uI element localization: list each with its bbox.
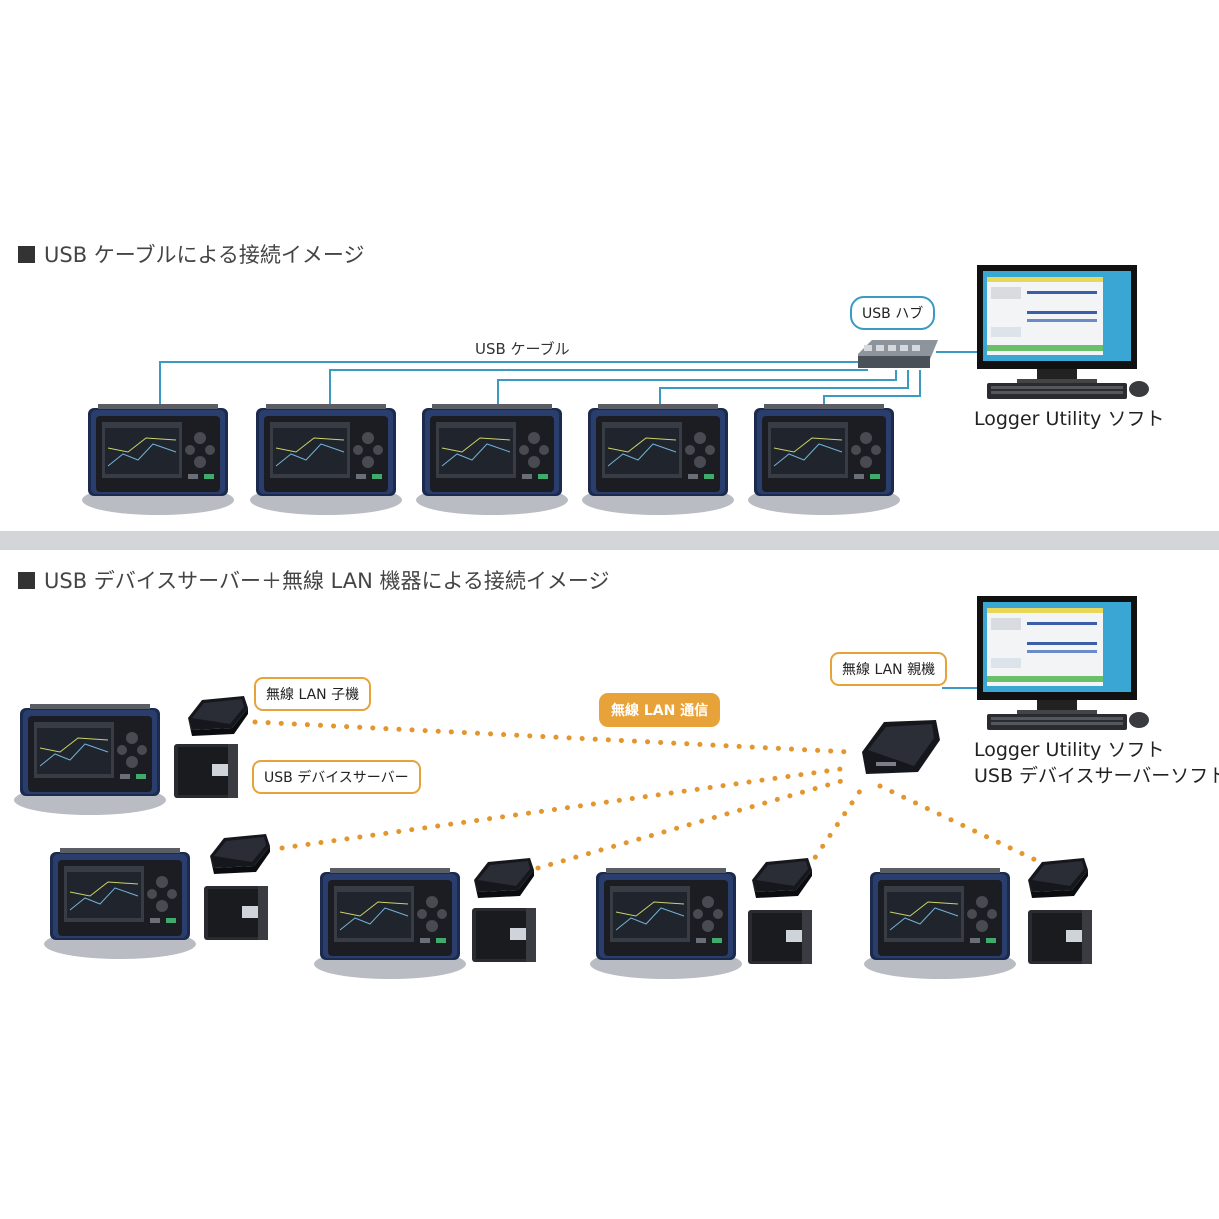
data-logger-icon	[581, 403, 735, 516]
usb-device-server-icon	[174, 744, 238, 798]
wireless-router-icon	[210, 834, 270, 874]
data-logger-icon	[747, 403, 901, 516]
usb-device-server-icon	[204, 886, 268, 940]
wireless-router-icon	[752, 858, 812, 898]
usb-hub-icon	[858, 340, 938, 368]
section1-title: USB ケーブルによる接続イメージ	[18, 239, 364, 269]
data-logger-icon	[13, 703, 167, 816]
usb-cables	[159, 351, 978, 412]
wireless-router-icon	[1028, 858, 1088, 898]
wireless-child-label: 無線 LAN 子機	[254, 677, 372, 711]
data-logger-icon	[863, 867, 1017, 980]
wireless-comm-label: 無線 LAN 通信	[599, 693, 721, 727]
usb-cable-label: USB ケーブル	[475, 340, 570, 358]
monitor-icon	[977, 265, 1149, 399]
section-divider	[0, 531, 1219, 550]
wireless-router-icon	[862, 720, 940, 774]
data-logger-icon	[249, 403, 403, 516]
data-logger-icon	[81, 403, 235, 516]
wireless-parent-label: 無線 LAN 親機	[830, 652, 948, 686]
data-logger-icon	[313, 867, 467, 980]
wireless-router-icon	[474, 858, 534, 898]
software-label-1: Logger Utility ソフト	[974, 739, 1165, 761]
square-bullet-icon	[18, 246, 35, 263]
section2-title: USB デバイスサーバー＋無線 LAN 機器による接続イメージ	[18, 565, 610, 595]
data-logger-icon	[43, 847, 197, 960]
usb-device-server-icon	[748, 910, 812, 964]
monitor-icon	[977, 596, 1149, 730]
device-server-label: USB デバイスサーバー	[252, 760, 421, 794]
wireless-links	[252, 719, 1047, 871]
software-label-2: USB デバイスサーバーソフト	[974, 765, 1219, 787]
usb-hub-label: USB ハブ	[850, 296, 936, 330]
data-logger-icon	[589, 867, 743, 980]
data-logger-icon	[415, 403, 569, 516]
usb-device-server-icon	[472, 908, 536, 962]
square-bullet-icon	[18, 572, 35, 589]
software-label: Logger Utility ソフト	[974, 408, 1165, 430]
wireless-router-icon	[188, 696, 248, 736]
usb-device-server-icon	[1028, 910, 1092, 964]
